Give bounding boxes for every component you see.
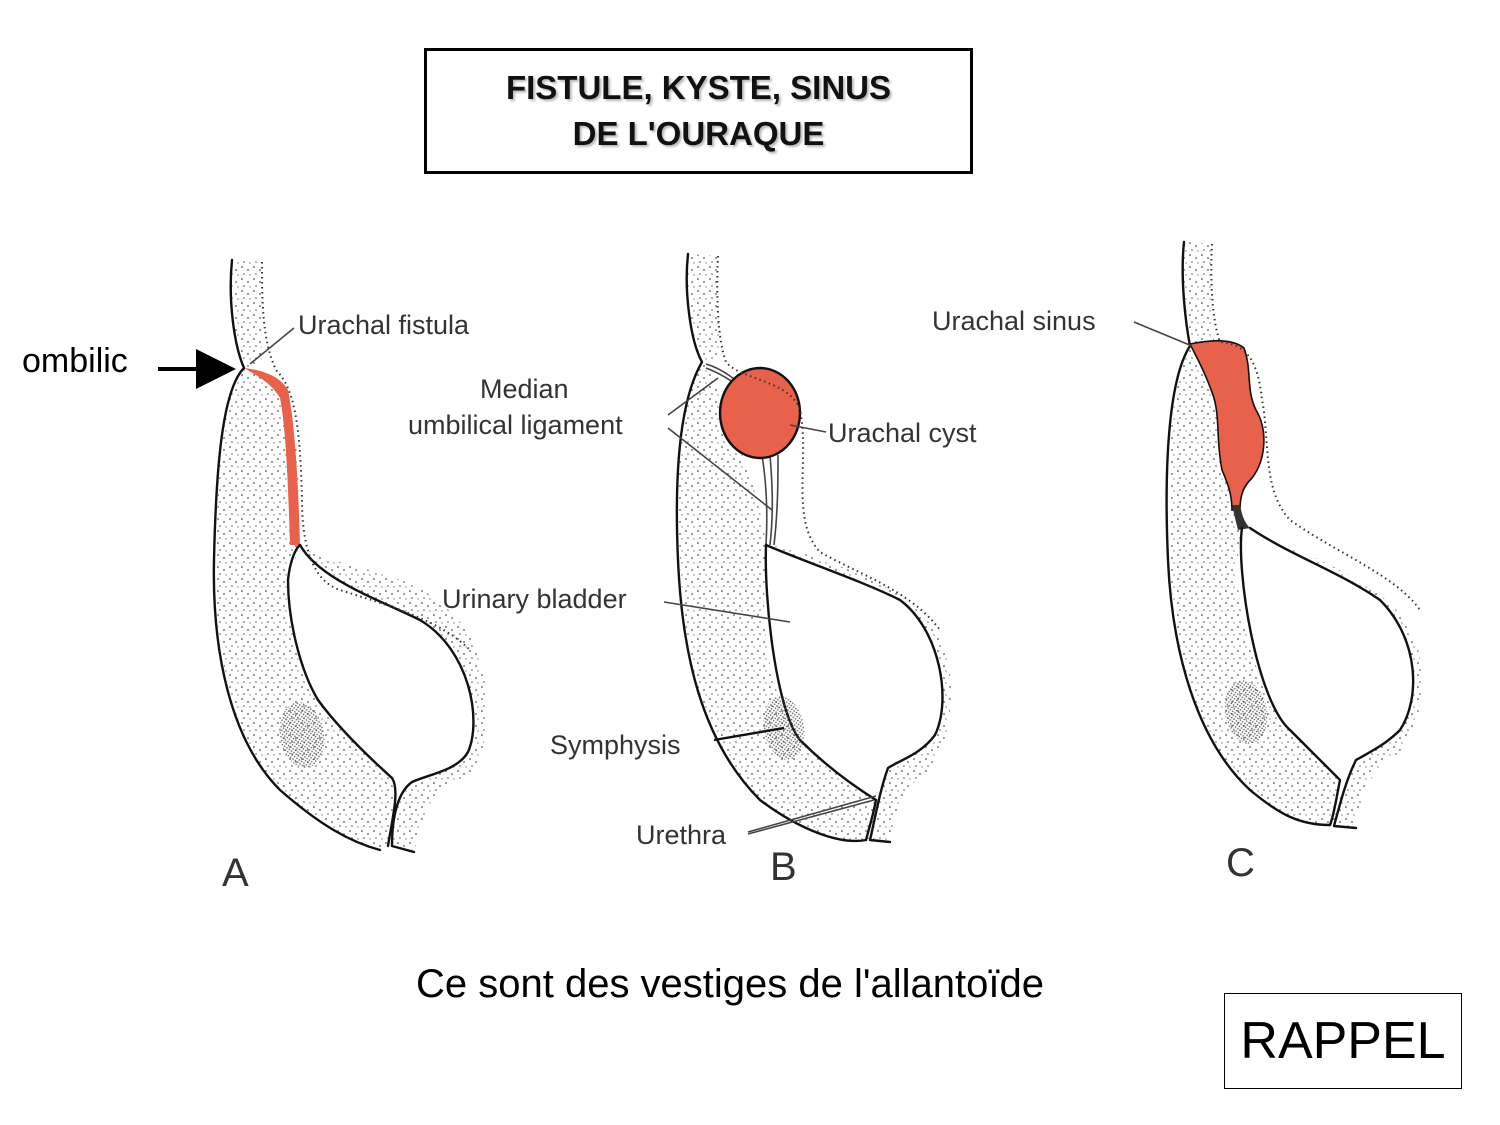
panel-c-symphysis <box>1224 680 1268 744</box>
panel-a-symphysis <box>279 702 325 768</box>
panel-letter-c: C <box>1226 841 1255 885</box>
panel-c-outline-bladder <box>1239 526 1342 827</box>
panel-b-bladder-wall <box>766 545 951 842</box>
leader-urethra-a <box>747 799 875 835</box>
rappel-box: RAPPEL <box>1224 993 1462 1089</box>
panel-a-outline-bladder <box>286 578 397 848</box>
panel-c-outline-bladder-top <box>1248 526 1415 830</box>
leader-urethra-b <box>747 795 877 833</box>
label-urachal-fistula: Urachal fistula <box>298 310 470 340</box>
leader-urinary-bladder <box>663 601 791 623</box>
panel-c <box>1165 240 1422 830</box>
title-box: FISTULE, KYSTE, SINUS DE L'OURAQUE <box>424 48 973 174</box>
panel-c-outer-edge <box>1210 243 1421 611</box>
title-line-1: FISTULE, KYSTE, SINUS <box>505 69 892 106</box>
leader-symphysis <box>713 726 785 742</box>
panel-a-outline-posterior <box>212 258 382 852</box>
panel-a-upper-wall <box>230 260 262 368</box>
panel-c-sinus-tail <box>1232 505 1250 530</box>
leader-urachal-fistula <box>249 327 295 365</box>
panel-a-outer-edge <box>261 261 471 651</box>
panel-b-anterior-wall <box>678 362 876 841</box>
panel-a-anterior-wall <box>215 368 393 850</box>
panel-a-urachal-fistula <box>244 368 300 545</box>
label-median-line1: Median <box>480 374 569 404</box>
label-symphysis: Symphysis <box>550 730 681 760</box>
panel-b-outline-bladder <box>764 543 878 842</box>
panel-c-urachal-sinus <box>1188 339 1265 511</box>
panel-b-urachal-cyst <box>718 366 802 460</box>
label-urachal-sinus: Urachal sinus <box>932 306 1096 336</box>
leader-urachal-sinus <box>1133 321 1193 347</box>
panel-c-outline-posterior <box>1165 240 1332 827</box>
label-urinary-bladder: Urinary bladder <box>442 584 627 614</box>
panel-c-upper-wall <box>1182 242 1214 346</box>
label-urethra: Urethra <box>636 820 727 850</box>
panel-c-bladder-wall <box>1242 525 1422 828</box>
label-urachal-cyst: Urachal cyst <box>828 418 977 448</box>
label-median-line2: umbilical ligament <box>408 410 623 440</box>
panel-b-outline-bladder-top <box>764 543 944 844</box>
panel-a-outline-bladder-top <box>286 543 475 854</box>
panel-letter-a: A <box>222 851 249 895</box>
panel-a-bladder-wall <box>300 545 487 850</box>
panel-letter-b: B <box>770 845 797 889</box>
title-line-2: DE L'OURAQUE <box>572 115 825 152</box>
panel-b-upper-wall <box>686 254 722 362</box>
caption: Ce sont des vestiges de l'allantoïde <box>415 962 1045 1006</box>
panel-b-outline-posterior <box>675 252 868 843</box>
rappel-label: RAPPEL <box>1240 1012 1446 1070</box>
leader-urachal-cyst <box>789 424 827 433</box>
side-label-ombilic: ombilic <box>22 342 128 380</box>
leader-median-ligament-2 <box>667 427 773 511</box>
panel-a <box>212 258 487 854</box>
leader-median-ligament-1 <box>667 377 719 416</box>
panel-c-anterior-wall <box>1168 346 1340 825</box>
panel-b <box>675 252 951 844</box>
